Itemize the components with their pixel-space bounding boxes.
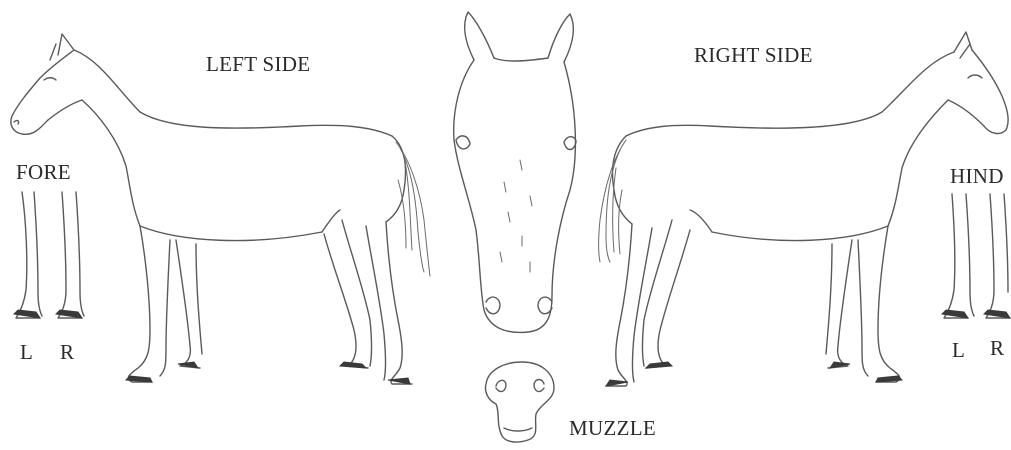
right-side-label: RIGHT SIDE xyxy=(694,45,813,66)
muzzle-diagram xyxy=(485,362,554,442)
hind-legs-pair xyxy=(942,194,1010,318)
left-side-label: LEFT SIDE xyxy=(206,54,310,75)
fore-right-label: R xyxy=(60,342,74,363)
right-side-horse xyxy=(599,32,1009,386)
fore-label: FORE xyxy=(16,162,71,183)
hind-label: HIND xyxy=(950,166,1004,187)
hind-right-label: R xyxy=(990,338,1004,359)
muzzle-label: MUZZLE xyxy=(569,418,656,439)
left-side-horse xyxy=(11,34,430,384)
front-head xyxy=(454,12,576,332)
fore-left-label: L xyxy=(20,342,33,363)
hind-left-label: L xyxy=(952,340,965,361)
fore-legs-pair xyxy=(14,192,84,318)
